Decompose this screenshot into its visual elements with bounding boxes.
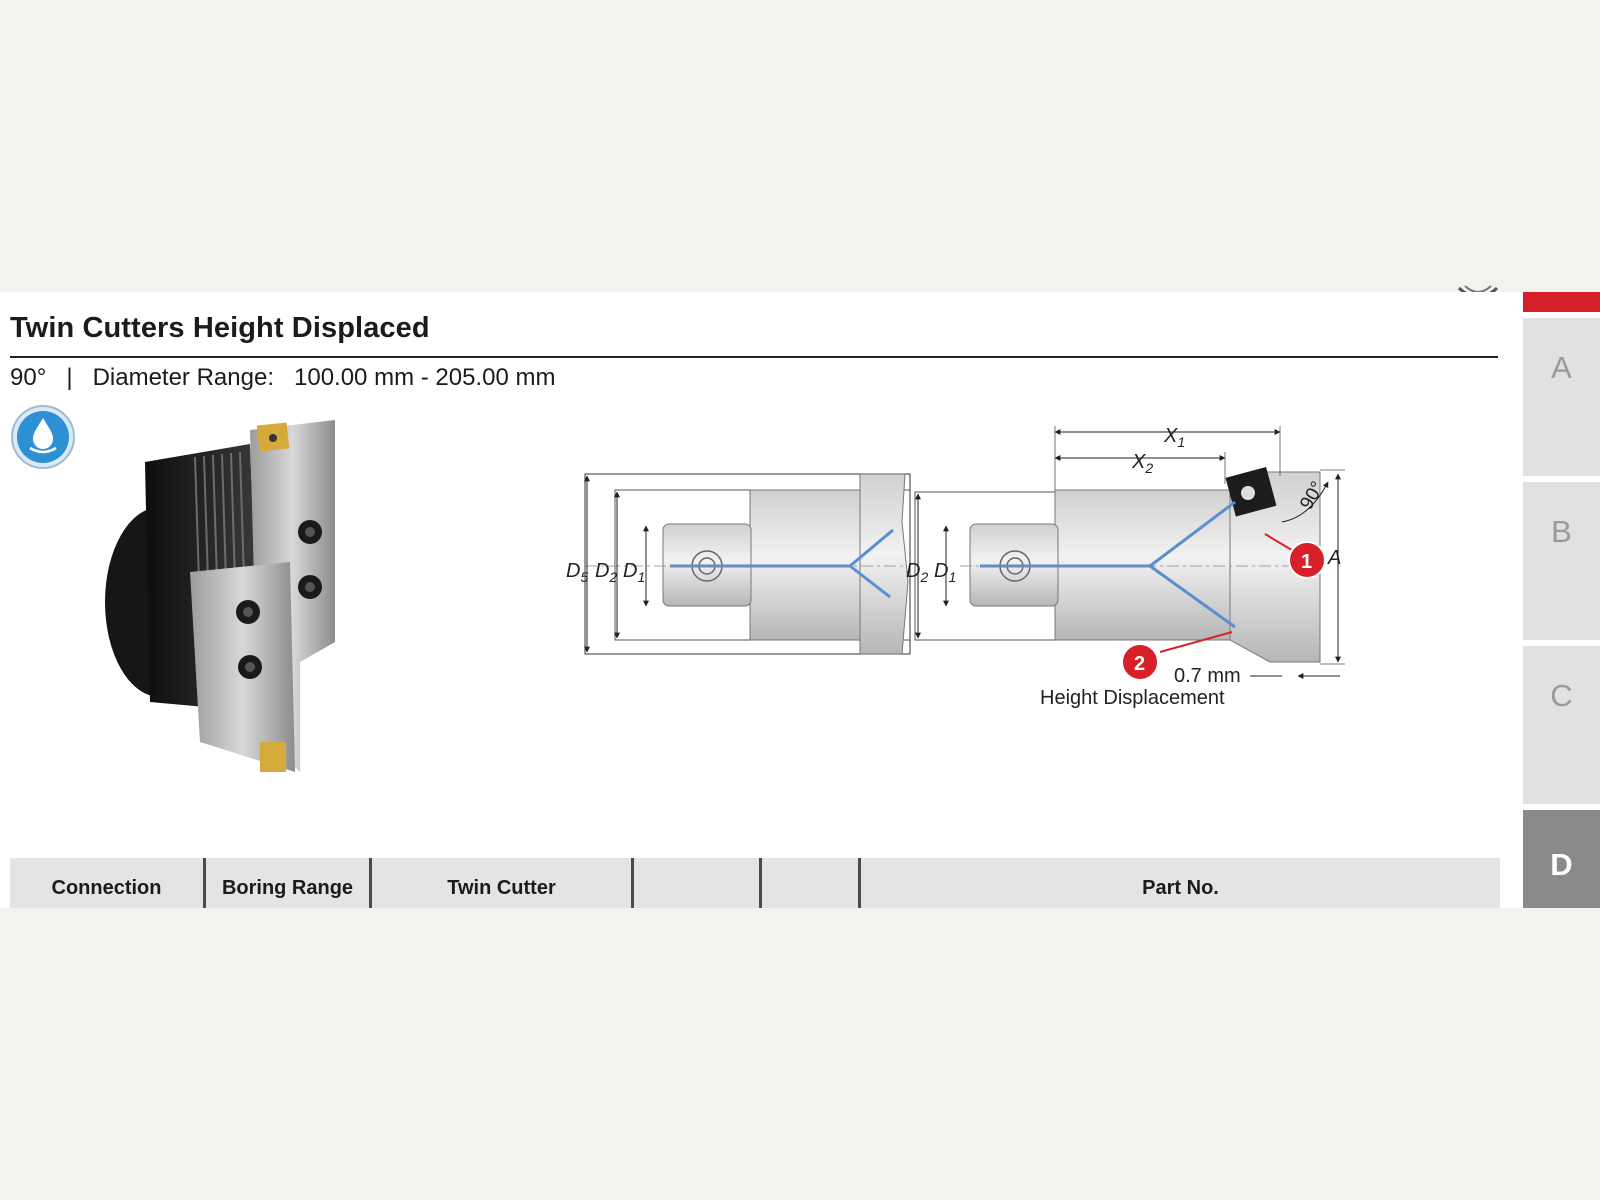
callout-2: 2 — [1134, 653, 1145, 675]
diameter-range-label: Diameter Range: — [92, 364, 274, 391]
column-header-part-no: Part No. — [1142, 877, 1219, 899]
callout-1: 1 — [1301, 551, 1312, 573]
label-x1: X1 — [1163, 425, 1185, 450]
spec-line: 90° | Diameter Range: 100.00 mm - 205.00… — [10, 364, 555, 392]
column-header-boring-range: Boring Range — [206, 858, 372, 908]
label-x2: X2 — [1131, 451, 1153, 476]
column-header-connection: Connection — [10, 858, 206, 908]
tab-b[interactable]: B — [1523, 482, 1600, 640]
separator: | — [66, 364, 73, 391]
product-photo — [90, 412, 390, 792]
column-header-blank-1 — [634, 858, 762, 908]
tab-c[interactable]: C — [1523, 646, 1600, 804]
column-header-twin-cutter: Twin Cutter — [372, 858, 634, 908]
section-accent-bar — [1523, 292, 1600, 312]
water-drop-coolant-icon — [10, 404, 76, 470]
displacement-value: 0.7 mm — [1174, 665, 1241, 687]
angle-value: 90° — [10, 364, 47, 391]
label-a: A — [1327, 547, 1341, 569]
diameter-range-value: 100.00 mm - 205.00 mm — [294, 364, 556, 391]
label-d2-left: D2 — [595, 560, 617, 585]
displacement-label: Height Displacement — [1040, 687, 1225, 709]
technical-drawing: D5 D2 D1 D2 D1 X1 X2 — [560, 412, 1360, 732]
column-header-blank-2 — [762, 858, 861, 908]
label-d2-right: D2 — [906, 560, 928, 585]
page-title: Twin Cutters Height Displaced — [10, 312, 430, 344]
label-d1-left: D1 — [623, 560, 645, 585]
catalog-sheet: Twin Cutters Height Displaced 90° | Diam… — [0, 292, 1600, 908]
section-tabs: A B C D — [1523, 292, 1600, 908]
label-d1-right: D1 — [934, 560, 956, 585]
tab-a[interactable]: A — [1523, 318, 1600, 476]
title-divider — [10, 356, 1498, 358]
tab-d[interactable]: D — [1523, 810, 1600, 908]
table-header-row: Connection Boring Range Twin Cutter Part… — [10, 858, 1500, 908]
